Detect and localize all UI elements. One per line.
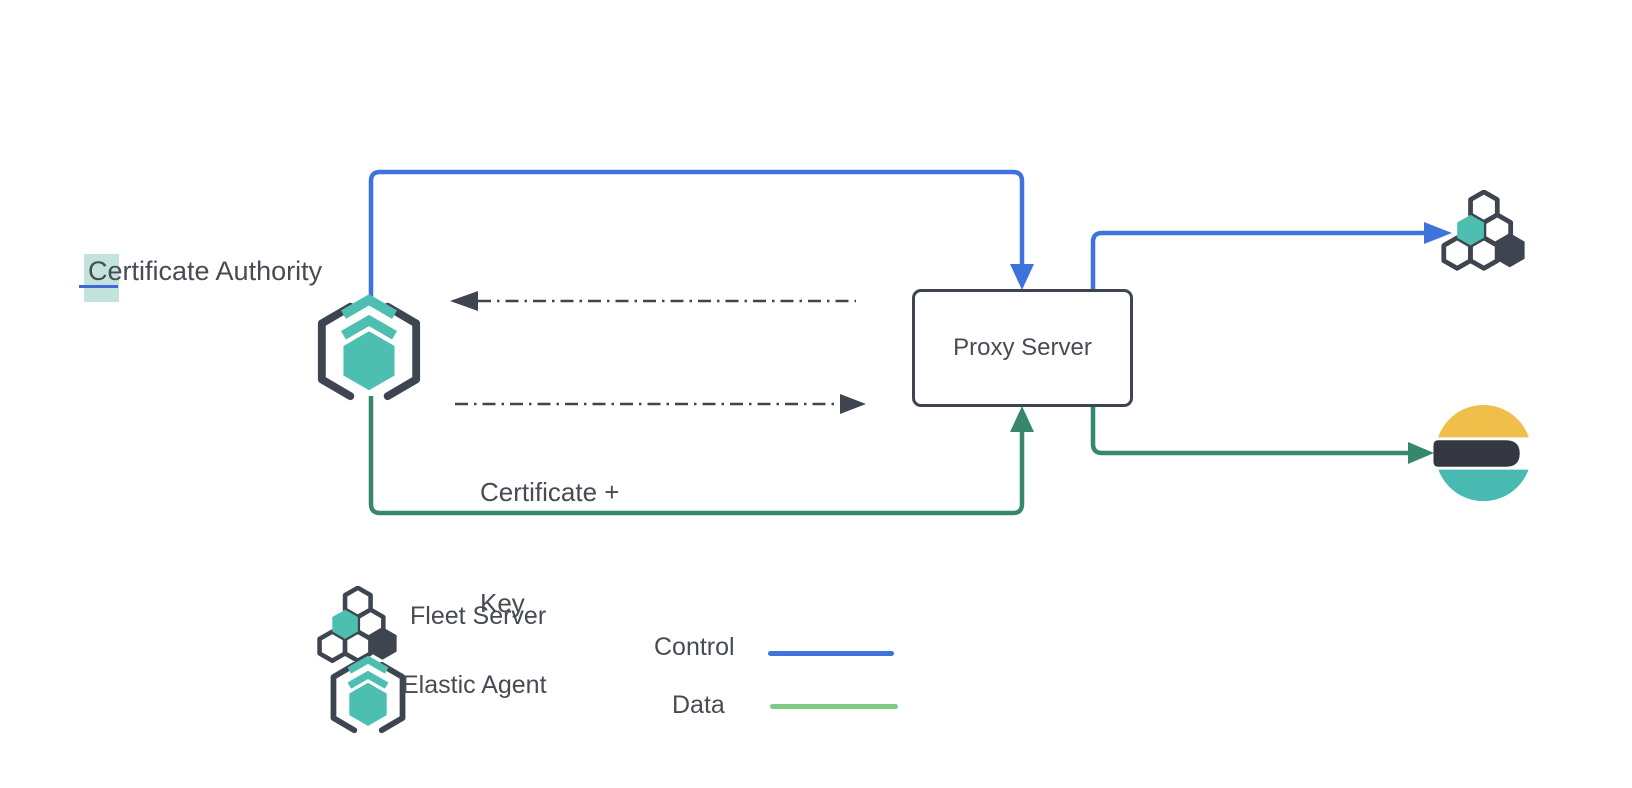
certificate-key-annotation: Certificate + Key (480, 400, 619, 696)
legend-data-line (770, 704, 898, 709)
certificate-arrowhead-right (840, 394, 866, 414)
elasticsearch-icon (1433, 405, 1529, 502)
data-arrowhead-into-elasticsearch (1408, 442, 1434, 464)
legend-data-line-swatch (770, 704, 898, 709)
proxy-server-label: Proxy Server (953, 334, 1092, 361)
legend-data-label: Data (672, 691, 725, 719)
data-line-proxy-to-elasticsearch (1090, 407, 1408, 456)
legend-elastic-agent-label: Elastic Agent (402, 671, 547, 699)
legend-fleet-server-label: Fleet Server (410, 602, 547, 630)
control-arrowhead-into-proxy (1010, 264, 1034, 290)
certificate-key-line2: Key (480, 588, 525, 618)
proxy-server-node: Proxy Server (912, 289, 1133, 407)
control-line-agent-to-proxy (368, 169, 1025, 302)
legend-control-line (768, 651, 894, 656)
legend-control-line-swatch (768, 651, 894, 656)
control-arrowhead-into-fleet (1424, 222, 1452, 244)
certificate-arrowhead-left (450, 291, 478, 311)
elastic-agent-icon (313, 294, 425, 402)
legend-control-label: Control (654, 633, 735, 661)
certificate-key-line1: Certificate + (480, 477, 620, 507)
elastic-agent-icon (327, 656, 409, 734)
control-line-proxy-to-fleet (1090, 230, 1424, 289)
data-line-agent-to-proxy (368, 396, 1025, 516)
certificate-authority-label: Certificate Authority (88, 256, 323, 286)
text-selection-highlight (84, 254, 119, 302)
text-cursor-underline (79, 285, 118, 288)
data-arrowhead-into-proxy (1010, 406, 1034, 432)
fleet-server-icon (1436, 190, 1528, 276)
